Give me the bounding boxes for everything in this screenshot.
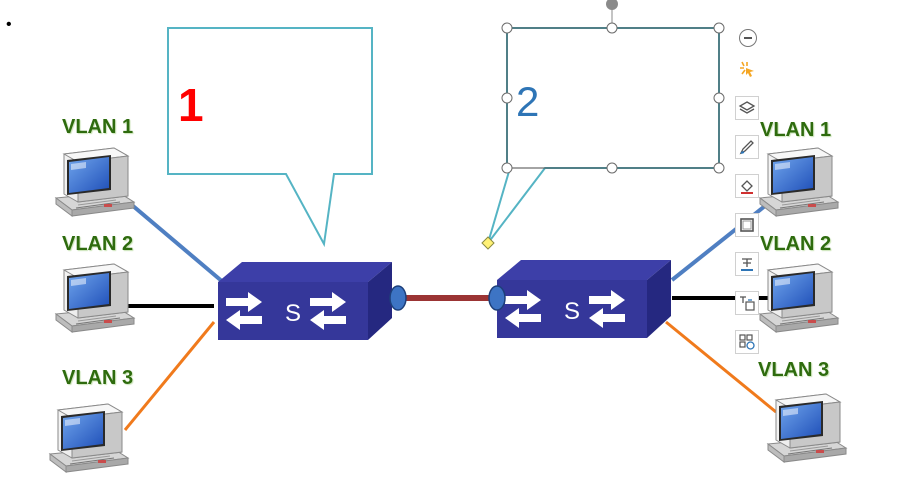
pc-right-vlan2 xyxy=(759,263,839,333)
collapse-icon[interactable] xyxy=(739,29,757,47)
callout-1-number[interactable]: 1 xyxy=(178,79,204,131)
port-right xyxy=(488,285,506,311)
animation-icon[interactable] xyxy=(735,57,759,81)
rotate-handle-icon[interactable] xyxy=(606,0,618,10)
selection-handles[interactable] xyxy=(501,22,725,174)
text-font-icon[interactable] xyxy=(735,252,759,276)
label-right-vlan1: VLAN 1 xyxy=(760,119,832,141)
label-right-vlan2: VLAN 2 xyxy=(760,233,832,255)
label-left-vlan3: VLAN 3 xyxy=(62,367,134,389)
pc-left-vlan3 xyxy=(49,403,129,473)
link-right-vlan1 xyxy=(670,196,777,282)
link-left-vlan3 xyxy=(123,321,216,431)
callout-pointer-handle[interactable] xyxy=(481,236,495,250)
callout-2-number[interactable]: 2 xyxy=(516,78,540,125)
switch-right-letter: S xyxy=(564,298,580,325)
switch-left-letter: S xyxy=(285,300,301,327)
text-wrap-icon[interactable] xyxy=(735,291,759,315)
pen-icon[interactable] xyxy=(735,135,759,159)
port-left xyxy=(389,285,407,311)
arrange-icon[interactable] xyxy=(735,330,759,354)
link-right-vlan3 xyxy=(665,320,777,414)
label-right-vlan3: VLAN 3 xyxy=(758,359,830,381)
pc-right-vlan3 xyxy=(767,393,847,463)
switch-left xyxy=(218,262,392,340)
pc-left-vlan2 xyxy=(55,263,135,333)
border-icon[interactable] xyxy=(735,213,759,237)
link-left-vlan1 xyxy=(118,193,232,290)
label-left-vlan1: VLAN 1 xyxy=(62,116,134,138)
pc-right-vlan1 xyxy=(759,147,839,217)
bullet: • xyxy=(6,16,12,33)
label-left-vlan2: VLAN 2 xyxy=(62,233,134,255)
switch-right xyxy=(497,260,671,338)
callout-2[interactable] xyxy=(487,27,720,244)
layers-icon[interactable] xyxy=(735,96,759,120)
fill-icon[interactable] xyxy=(735,174,759,198)
callout-1[interactable] xyxy=(167,27,373,248)
pc-left-vlan1 xyxy=(55,147,135,217)
